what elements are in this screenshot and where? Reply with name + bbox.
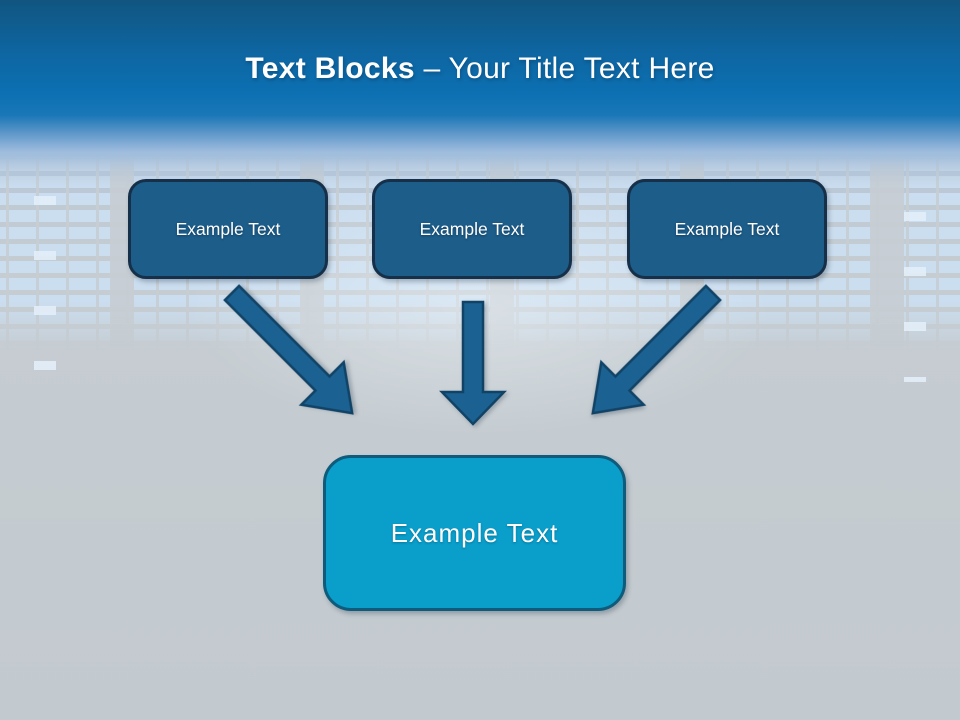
slide-title-bold: Text Blocks bbox=[245, 52, 415, 85]
right-wall-dashes bbox=[904, 212, 926, 382]
arrow-down-left-icon bbox=[591, 284, 722, 415]
slide-title-regular: – Your Title Text Here bbox=[414, 52, 715, 85]
text-block-top-1: Example Text bbox=[128, 179, 328, 279]
text-block-top-2: Example Text bbox=[372, 179, 572, 279]
text-block-bottom: Example Text bbox=[323, 455, 626, 611]
text-block-top-3-label: Example Text bbox=[674, 218, 780, 239]
text-block-top-2-label: Example Text bbox=[419, 218, 525, 239]
text-block-bottom-label: Example Text bbox=[390, 517, 559, 548]
left-wall-dashes bbox=[34, 196, 56, 386]
text-block-top-3: Example Text bbox=[627, 179, 827, 279]
arrow-down-icon bbox=[439, 300, 507, 426]
arrow-down-right-icon bbox=[223, 284, 354, 415]
slide-title: Text Blocks – Your Title Text Here bbox=[0, 52, 960, 86]
text-block-top-1-label: Example Text bbox=[175, 218, 281, 239]
